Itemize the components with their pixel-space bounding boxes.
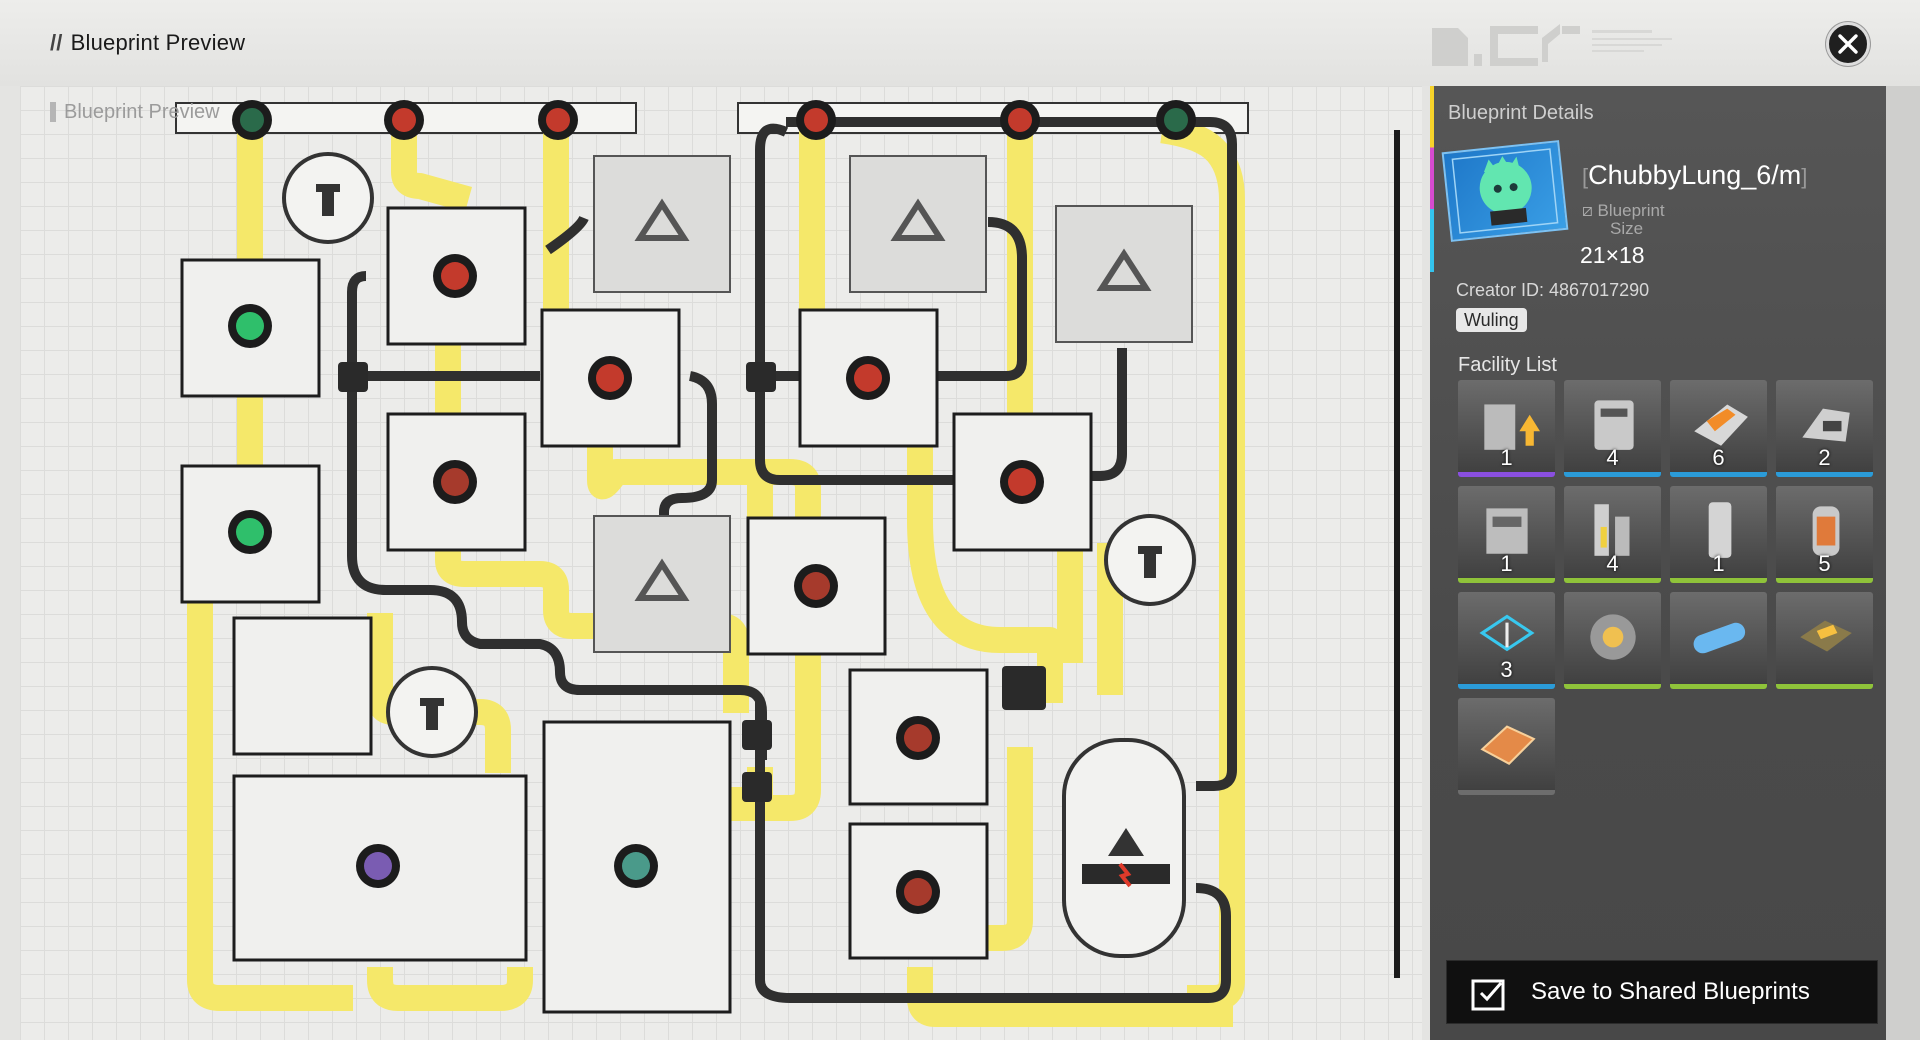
facility-count: 2 [1818,445,1831,470]
facility-item[interactable]: 4 [1564,486,1661,583]
blueprint-type-icon: ⧄ [1582,201,1598,220]
panel-accent-bar [1430,86,1434,272]
ore-node-red [433,254,1044,914]
refiner-icon [1802,408,1850,442]
facility-count: 1 [1500,551,1513,576]
panel-header: Blueprint Details [1448,102,1594,124]
facility-count: 4 [1606,445,1619,470]
storage-icon [1708,502,1732,558]
facility-block [232,616,373,756]
pylon-icon [1594,504,1630,556]
facility-item[interactable] [1458,698,1555,795]
research-labs [593,155,1193,653]
rarity-bar [1670,578,1767,583]
region-badge: Wuling [1456,308,1527,332]
floor-tile-icon [1480,725,1536,765]
facility-item[interactable]: 6 [1670,380,1767,477]
factory-layout [175,100,1249,1027]
crusher-icon [1694,404,1748,446]
core-emblem-icon [1108,828,1144,856]
bridge-icon [1800,620,1852,652]
save-icon [1471,979,1505,1011]
rail-junction [338,362,1046,802]
assembler-icon [1486,508,1528,554]
heater-icon [1812,506,1840,556]
top-bar: //Blueprint Preview [0,0,1920,86]
blueprint-details-panel: Blueprint Details [ChubbyLung_6/m] ⧄ Blu… [1430,86,1886,1040]
intake-node [232,100,1196,140]
facility-count: 1 [1712,551,1725,576]
facility-item[interactable]: 1 [1458,486,1555,583]
blueprint-thumbnail [1441,140,1569,242]
facility-blocks [180,206,1093,1014]
ore-node-green [228,304,658,888]
facility-item[interactable] [1776,592,1873,689]
close-button[interactable] [1826,22,1870,66]
scrollbar-thumb[interactable] [1394,130,1400,978]
page-title: //Blueprint Preview [50,30,246,55]
facility-item[interactable]: 4 [1564,380,1661,477]
facility-count: 6 [1712,445,1725,470]
rarity-bar [1670,684,1767,689]
rarity-bar [1458,790,1555,795]
dark-rail-lines [347,117,1237,1003]
facility-item[interactable] [1670,592,1767,689]
rarity-bar [1776,472,1873,477]
creature-avatar-icon [1451,148,1559,234]
facility-count: 3 [1500,657,1513,682]
rarity-bar [1670,472,1767,477]
pipe-icon [1693,622,1746,654]
facility-count: 5 [1818,551,1831,576]
rarity-bar [1564,684,1661,689]
facility-item[interactable]: 2 [1776,380,1873,477]
facility-item[interactable]: 3 [1458,592,1555,689]
facility-item[interactable]: 5 [1776,486,1873,583]
blueprint-size-value: 21×18 [1580,242,1645,268]
rarity-bar [1564,472,1661,477]
right-edge-rail [1886,86,1920,1040]
tower-icon [1484,404,1540,450]
machine-icon [1594,400,1634,450]
facility-count: 1 [1500,445,1513,470]
blueprint-name: [ChubbyLung_6/m] [1582,160,1808,190]
page-title-text: Blueprint Preview [70,30,246,55]
save-to-shared-button[interactable]: Save to Shared Blueprints [1446,960,1878,1024]
splitter-icon [1479,614,1535,652]
game-logo-icon [1432,24,1672,66]
rarity-bar [1458,684,1555,689]
rarity-bar [1776,684,1873,689]
blueprint-map[interactable]: Blueprint Preview [20,86,1422,1040]
creator-id: Creator ID: 4867017290 [1456,280,1650,300]
junction-icon [1590,614,1636,660]
blueprint-size-caption: ⧄ Blueprint Size [1582,201,1665,238]
rarity-bar [1458,578,1555,583]
facility-item[interactable] [1564,592,1661,689]
facility-grid: 1 4 6 2 1 4 1 5 3 [1458,380,1873,795]
lab-emblem-icon [634,198,1152,601]
facility-list-label: Facility List [1458,354,1557,376]
map-section-label: Blueprint Preview [50,102,220,122]
close-icon [1838,34,1858,54]
facility-item[interactable]: 1 [1458,380,1555,477]
rarity-bar [1458,472,1555,477]
pylon-icon [316,184,1162,730]
facility-item[interactable]: 1 [1670,486,1767,583]
rarity-bar [1564,578,1661,583]
facility-count: 4 [1606,551,1619,576]
rarity-bar [1776,578,1873,583]
